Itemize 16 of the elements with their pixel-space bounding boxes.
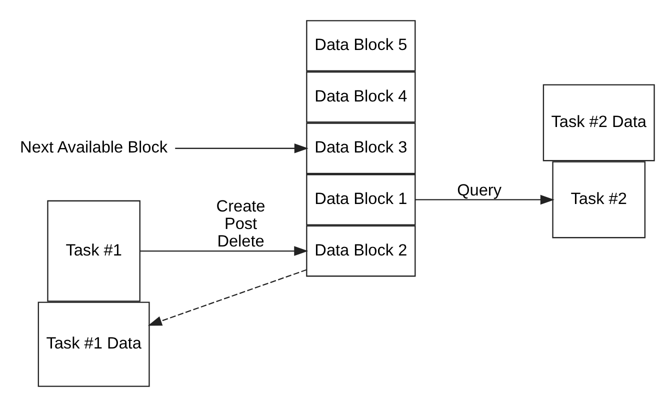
node-box: Task #2 Data <box>542 84 655 162</box>
node-box: Data Block 3 <box>306 122 416 174</box>
node-text: Next Available Block <box>20 138 168 157</box>
node-box: Data Block 2 <box>306 225 416 277</box>
edge-label: Create Post Delete <box>216 198 266 251</box>
node-box: Task #2 <box>552 161 646 238</box>
arrow <box>175 143 308 154</box>
arrow <box>140 246 308 256</box>
node-box: Data Block 5 <box>306 20 416 72</box>
node-box: Task #1 Data <box>38 302 150 387</box>
arrow <box>148 269 307 326</box>
edge-label: Query <box>457 181 502 200</box>
node-box: Task #1 <box>47 200 140 302</box>
arrow <box>415 194 554 205</box>
node-box: Data Block 4 <box>306 71 416 123</box>
node-box: Data Block 1 <box>306 174 416 226</box>
